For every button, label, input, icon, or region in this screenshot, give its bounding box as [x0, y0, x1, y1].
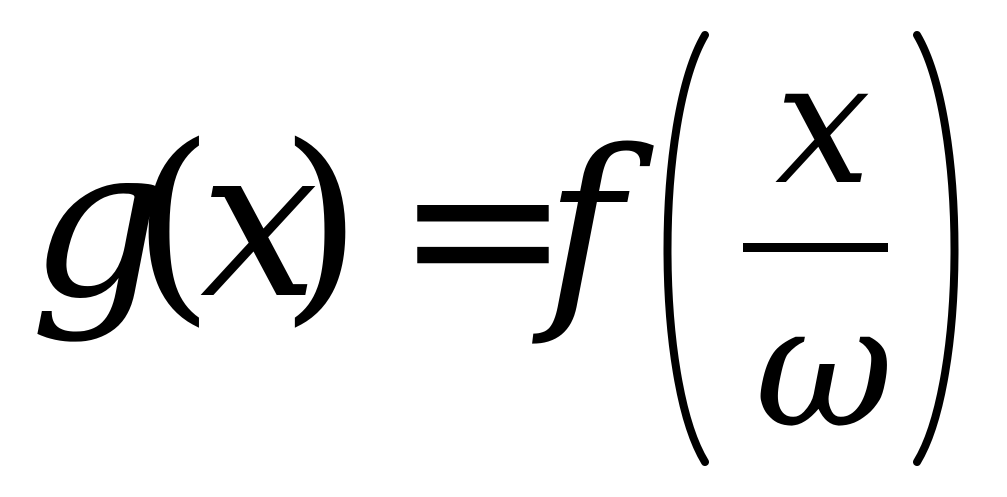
lhs-variable: x [200, 100, 318, 345]
equals-sign: = [395, 105, 571, 350]
fraction-bar [743, 243, 888, 252]
lhs-function-symbol: g [30, 100, 164, 345]
rhs-function-symbol: f [532, 105, 654, 350]
fraction-numerator: x [775, 25, 871, 223]
lhs-open-paren: ( [132, 100, 214, 345]
large-close-paren [913, 31, 959, 466]
lhs-close-paren: ) [280, 100, 362, 345]
large-open-paren [663, 31, 709, 466]
fraction-denominator: ω [755, 268, 894, 466]
